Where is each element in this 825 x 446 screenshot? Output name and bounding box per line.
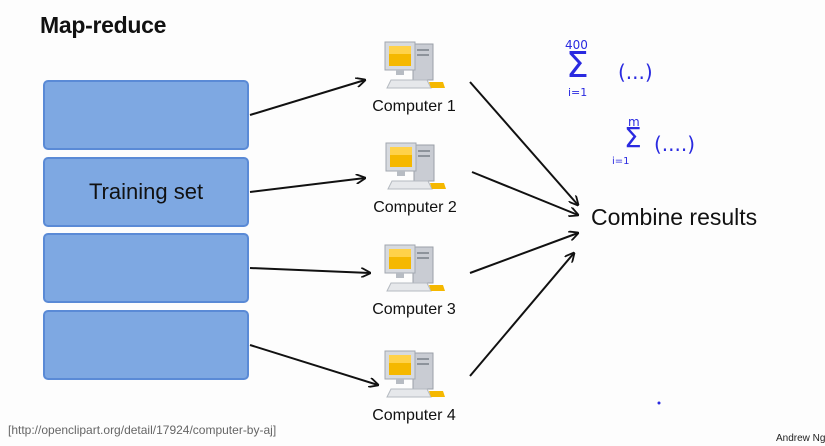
training-block-4	[43, 310, 249, 380]
computer-4-label: Computer 4	[372, 407, 456, 424]
computer-icon	[384, 41, 445, 89]
arrow-computer3-combine	[469, 233, 578, 274]
computer-1-label: Computer 1	[372, 98, 456, 115]
training-block-3	[43, 233, 249, 303]
training-block-2: Training set	[43, 157, 249, 227]
author-name: Andrew Ng	[776, 433, 825, 444]
sum2-body: (....)	[654, 132, 696, 156]
computer-3-label: Computer 3	[372, 301, 456, 318]
computer-icon	[385, 142, 446, 190]
arrow-computer4-combine	[469, 253, 574, 377]
computer-2-label: Computer 2	[373, 199, 457, 216]
sum1-sigma-icon: Σ	[566, 45, 589, 86]
sum1-lower: i=1	[568, 86, 588, 99]
sum2-upper: m	[628, 115, 640, 129]
slide-title: Map-reduce	[40, 12, 167, 38]
computer-1: Computer 1	[359, 40, 469, 116]
ink-dot	[657, 401, 661, 405]
sum2-lower: i=1	[612, 156, 630, 167]
arrow-computer1-combine	[469, 81, 578, 205]
computer-icon	[384, 244, 445, 292]
arrow-block3-computer3	[249, 267, 370, 273]
computer-icon	[384, 350, 445, 398]
combine-results-label: Combine results	[591, 204, 758, 230]
image-credit-link[interactable]: [http://openclipart.org/detail/17924/com…	[8, 423, 277, 437]
sum2-sigma-icon: Σ	[624, 121, 642, 154]
sum1-upper: 400	[565, 38, 588, 52]
arrow-computer2-combine	[471, 171, 578, 215]
computer-2: Computer 2	[360, 141, 470, 217]
arrow-block4-computer4	[249, 344, 378, 385]
training-block-1	[43, 80, 249, 150]
sum1-body: (...)	[618, 60, 653, 84]
computer-3: Computer 3	[359, 243, 469, 319]
computer-4: Computer 4	[359, 349, 469, 425]
arrow-block2-computer2	[249, 178, 365, 193]
arrow-block1-computer1	[249, 80, 365, 116]
